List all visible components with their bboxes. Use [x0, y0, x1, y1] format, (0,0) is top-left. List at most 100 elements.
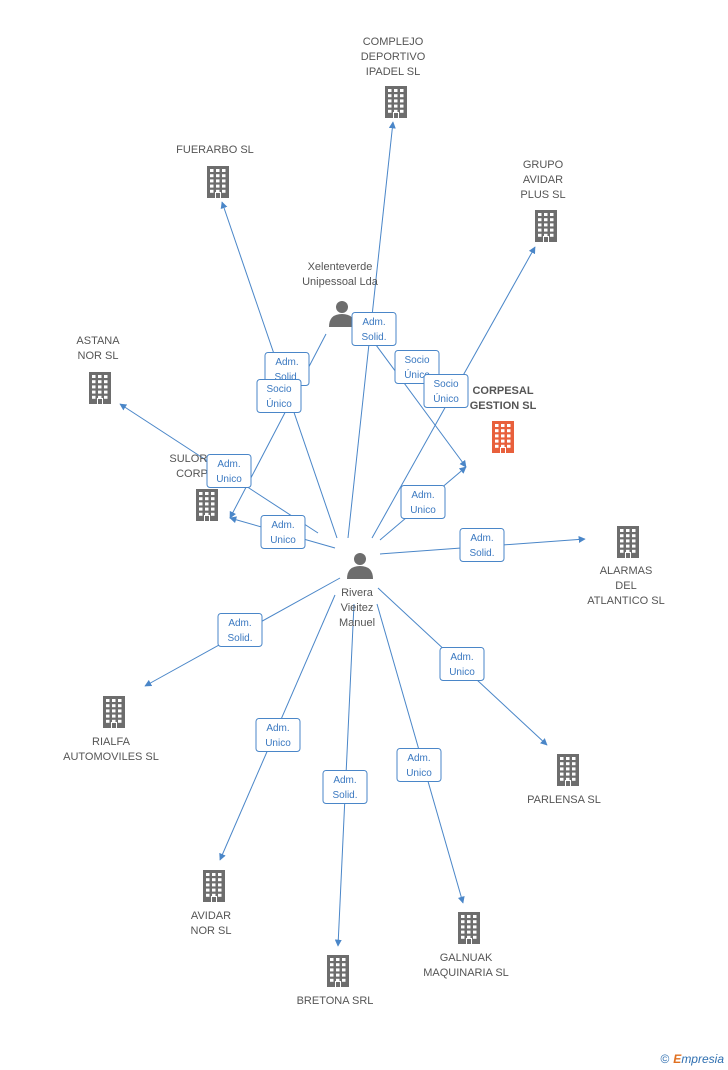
- relation-label-text: Adm.: [266, 723, 289, 734]
- relation-label-text: Solid.: [361, 332, 386, 343]
- building-icon: [458, 912, 480, 944]
- building-icon: [196, 489, 218, 521]
- brand-logo-initial: E: [673, 1052, 682, 1066]
- relation-label-rivera-rialfa[interactable]: Adm. Solid.: [217, 613, 263, 647]
- node-label-line: GRUPO: [523, 159, 564, 171]
- node-label-line: DEL: [615, 580, 636, 592]
- relation-label-text: Socio: [404, 355, 429, 366]
- relation-label-text: Unico: [410, 505, 436, 516]
- node-label-line: COMPLEJO: [363, 36, 424, 48]
- building-icon: [557, 754, 579, 786]
- relation-label-text: Adm.: [228, 618, 251, 629]
- node-label-line: FUERARBO SL: [176, 144, 254, 156]
- node-label-line: SULORA: [169, 453, 215, 465]
- node-label-line: MAQUINARIA SL: [423, 967, 509, 979]
- copyright-icon: ©: [660, 1052, 670, 1066]
- node-corpesal[interactable]: CORPESAL GESTION SL: [470, 385, 537, 453]
- edges-layer: [119, 121, 586, 947]
- node-label-line: AVIDAR: [191, 910, 231, 922]
- person-icon: [347, 553, 373, 579]
- node-label-line: CORPESAL: [472, 385, 533, 397]
- relation-label-text: Adm.: [470, 533, 493, 544]
- node-fuerarbo[interactable]: FUERARBO SL: [176, 144, 254, 198]
- building-icon: [89, 372, 111, 404]
- node-label-line: AVIDAR: [523, 174, 563, 186]
- node-sulora[interactable]: SULORA CORP: [169, 453, 218, 521]
- node-label-line: ASTANA: [76, 335, 120, 347]
- relation-label-rivera-avidar[interactable]: Adm. Unico: [255, 718, 301, 752]
- node-parlensa[interactable]: PARLENSA SL: [527, 754, 601, 806]
- node-label-line: GESTION SL: [470, 400, 537, 412]
- node-bretona[interactable]: BRETONA SRL: [297, 955, 374, 1007]
- relation-label-text: Adm.: [450, 652, 473, 663]
- relation-label-text: Unico: [216, 474, 242, 485]
- building-icon: [327, 955, 349, 987]
- brand-name: mpresia: [681, 1052, 724, 1066]
- node-label-line: ATLANTICO SL: [587, 595, 664, 607]
- node-label-line: GALNUAK: [440, 952, 493, 964]
- relation-label-text: Socio: [266, 384, 291, 395]
- building-icon: [492, 421, 514, 453]
- building-icon: [203, 870, 225, 902]
- relation-label-rivera-bretona[interactable]: Adm.Solid.: [322, 770, 368, 804]
- building-icon: [207, 166, 229, 198]
- node-label-line: RIALFA: [92, 736, 131, 748]
- node-label-line: NOR SL: [78, 350, 119, 362]
- relation-label-rivera-parlensa[interactable]: Adm. Unico: [439, 647, 485, 681]
- relation-label-text: Adm.: [411, 490, 434, 501]
- relation-label-rivera-galnuak[interactable]: Adm. Unico: [396, 748, 442, 782]
- relation-label-text: Socio: [433, 379, 458, 390]
- node-rialfa[interactable]: RIALFA AUTOMOVILES SL: [63, 696, 159, 763]
- footer-brand[interactable]: ©Empresia: [660, 1052, 724, 1066]
- relation-label-rivera-alarmas[interactable]: Adm. Solid.: [459, 528, 505, 562]
- building-icon: [385, 86, 407, 118]
- person-icon: [329, 301, 355, 327]
- building-icon: [535, 210, 557, 242]
- node-label-line: ALARMAS: [600, 565, 653, 577]
- node-grupo[interactable]: GRUPO AVIDAR PLUS SL: [520, 159, 566, 242]
- node-label-line: IPADEL SL: [366, 66, 420, 78]
- node-label-line: CORP: [176, 468, 208, 480]
- node-label-line: Xelenteverde: [308, 261, 373, 273]
- node-label-line: Vieitez: [341, 602, 374, 614]
- relation-label-rivera-astana[interactable]: Adm. Unico: [206, 454, 252, 488]
- relation-label-text: Unico: [265, 738, 291, 749]
- node-label-line: NOR SL: [191, 925, 232, 937]
- nodes-layer: COMPLEJO DEPORTIVO IPADEL SL FUERARBO SL GRU…: [63, 36, 665, 1007]
- node-label-line: BRETONA SRL: [297, 995, 374, 1007]
- node-astana[interactable]: ASTANA NOR SL: [76, 335, 120, 404]
- relation-label-text: Unico: [270, 535, 296, 546]
- node-label-line: PLUS SL: [520, 189, 565, 201]
- node-galnuak[interactable]: GALNUAK MAQUINARIA SL: [423, 912, 509, 979]
- relation-label-text: Adm.: [217, 459, 240, 470]
- node-complejo[interactable]: COMPLEJO DEPORTIVO IPADEL SL: [361, 36, 426, 118]
- relation-label-text: Solid.: [227, 633, 252, 644]
- node-label-line: Rivera: [341, 587, 374, 599]
- relation-label-text: Adm.: [362, 317, 385, 328]
- relation-label-text: Adm.: [333, 775, 356, 786]
- relation-label-rivera-complejo[interactable]: Adm. Solid.: [351, 312, 397, 346]
- building-icon: [617, 526, 639, 558]
- building-icon: [103, 696, 125, 728]
- node-label-line: DEPORTIVO: [361, 51, 426, 63]
- relation-label-text: Adm.: [275, 357, 298, 368]
- relation-label-text: Adm.: [407, 753, 430, 764]
- relation-label-text: Unico: [406, 768, 432, 779]
- node-alarmas[interactable]: ALARMAS DEL ATLANTICO SL: [587, 526, 665, 607]
- node-label-line: AUTOMOVILES SL: [63, 751, 159, 763]
- relation-label-text: Único: [433, 392, 459, 405]
- relation-label-text: Solid.: [469, 548, 494, 559]
- node-avidar[interactable]: AVIDAR NOR SL: [191, 870, 232, 937]
- relation-label-rivera-corpesal[interactable]: Adm. Unico: [400, 485, 446, 519]
- relation-label-text: Único: [266, 397, 292, 410]
- relation-label-rivera-sulora[interactable]: Adm.Unico: [260, 515, 306, 549]
- relation-label-text: Unico: [449, 667, 475, 678]
- node-label-line: PARLENSA SL: [527, 794, 601, 806]
- node-label-line: Manuel: [339, 617, 375, 629]
- edge-xelenteverde-to-corpesal: [361, 325, 467, 468]
